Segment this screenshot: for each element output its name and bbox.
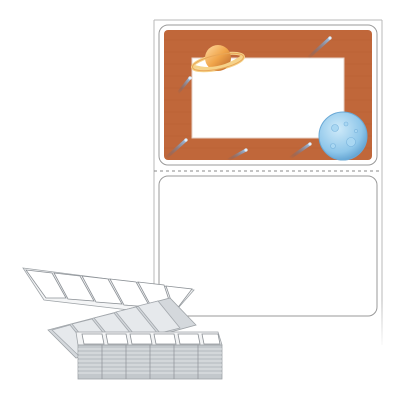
label-window (191, 57, 345, 139)
comet-icon (288, 142, 312, 160)
comet-icon (176, 76, 192, 95)
comet-icon (306, 36, 332, 60)
fanfold-stack (22, 267, 223, 380)
top-label (158, 24, 378, 166)
comet-icon (164, 138, 188, 160)
comet-icon (226, 148, 248, 162)
bottom-label (158, 175, 378, 317)
saturn-icon (191, 45, 245, 73)
moon-icon (318, 111, 368, 161)
